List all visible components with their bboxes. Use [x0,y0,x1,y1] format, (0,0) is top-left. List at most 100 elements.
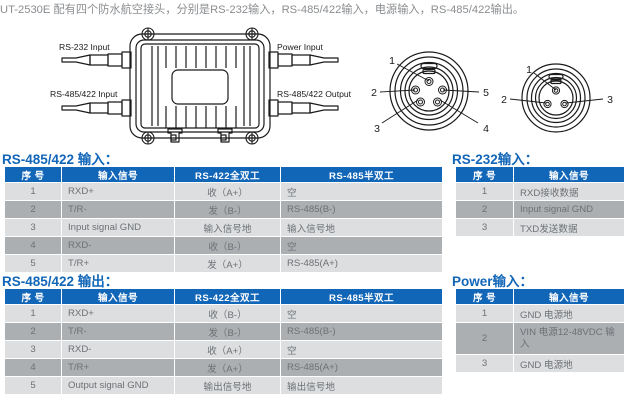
cell-signal: T/R+ [62,359,174,376]
pin3-number-3: 3 [607,94,613,106]
table-row: 3 Input signal GND 输入信号地 输入信号地 [5,219,442,236]
table-power-input: 序 号 输入信号 1 GND 电源地 2 VIN 电源12-48VDC 输入 3… [455,288,624,373]
table-row: 2 VIN 电源12-48VDC 输入 [456,323,624,354]
cell-seq: 5 [5,377,61,394]
table-row: 3 TXD发送数据 [456,219,624,236]
cell-seq: 3 [5,341,61,358]
col-header-signal: 输入信号 [62,167,174,182]
cell-rs485: 输出信号地 [281,377,442,394]
label-power-input: Power Input [277,42,323,52]
cell-rs422: 收（B-） [175,305,280,322]
table-row: 2 T/R- 发（B-） RS-485(B-) [5,201,442,218]
cell-seq: 4 [5,237,61,254]
col-header-signal: 输入信号 [62,289,174,304]
table-row: 3 GND 电源地 [456,355,624,372]
col-header-rs485: RS-485半双工 [281,289,442,304]
cell-rs485: 空 [281,341,442,358]
table-row: 1 RXD+ 收（A+） 空 [5,183,442,200]
cell-rs422: 发（A+） [175,255,280,272]
cell-rs422: 收（A+） [175,341,280,358]
cell-rs422: 发（B-） [175,201,280,218]
col-header-rs485: RS-485半双工 [281,167,442,182]
cell-signal: GND 电源地 [514,355,624,372]
cell-seq: 1 [5,305,61,322]
section-title-rs232-input: RS-232输入： [452,152,539,167]
pin-number-5: 5 [483,87,489,99]
table-row: 5 Output signal GND 输出信号地 输出信号地 [5,377,442,394]
table-row: 1 GND 电源地 [456,305,624,322]
col-header-rs422: RS-422全双工 [175,289,280,304]
cell-seq: 1 [456,305,513,322]
label-rs485-output: RS-485/422 Output [277,89,352,99]
cell-rs422: 收（B-） [175,237,280,254]
pin-number-2: 2 [371,87,377,99]
cell-signal: VIN 电源12-48VDC 输入 [514,323,624,354]
cell-rs485: 输入信号地 [281,219,442,236]
cell-signal: RXD+ [62,305,174,322]
cell-seq: 2 [456,323,513,354]
cell-signal: RXD- [62,341,174,358]
cell-signal: T/R+ [62,255,174,272]
cell-seq: 3 [5,219,61,236]
table-row: 2 T/R- 发（B-） RS-485(B-) [5,323,442,340]
cell-signal: Output signal GND [62,377,174,394]
cell-seq: 5 [5,255,61,272]
cell-seq: 2 [5,323,61,340]
table-row: 1 RXD+ 收（B-） 空 [5,305,442,322]
label-rs485-input: RS-485/422 Input [50,89,118,99]
cell-signal: GND 电源地 [514,305,624,322]
pin-number-3: 3 [374,123,380,135]
cell-signal: RXD- [62,237,174,254]
cell-seq: 3 [456,219,513,236]
table-row: 1 RXD接收数据 [456,183,624,200]
pin-number-4: 4 [483,123,489,135]
cell-rs485: RS-485(A+) [281,359,442,376]
pin-number-1: 1 [389,55,395,67]
cell-signal: TXD发送数据 [514,219,624,236]
cell-signal: T/R- [62,201,174,218]
table-row: 5 T/R+ 发（A+） RS-485(A+) [5,255,442,272]
product-diagram: RS-232 Input RS-485/422 Input Power Inpu… [0,26,624,148]
cell-rs422: 发（A+） [175,359,280,376]
col-header-seq: 序 号 [5,167,61,182]
table-header-row: 序 号 输入信号 RS-422全双工 RS-485半双工 [5,167,442,182]
intro-paragraph: UT-2530E 配有四个防水航空接头，分别是RS-232输入，RS-485/4… [0,4,525,16]
cell-seq: 2 [456,201,513,218]
cell-rs485: RS-485(B-) [281,323,442,340]
cell-rs422: 收（A+） [175,183,280,200]
table-row: 2 Input signal GND [456,201,624,218]
pin3-number-2: 2 [501,94,507,106]
label-rs232-input: RS-232 Input [59,42,110,52]
table-row: 4 T/R+ 发（A+） RS-485(A+) [5,359,442,376]
pin3-number-1: 1 [526,64,532,76]
cell-rs485: 空 [281,183,442,200]
cell-signal: T/R- [62,323,174,340]
cell-rs422: 输出信号地 [175,377,280,394]
table-header-row: 序 号 输入信号 [456,167,624,182]
table-rs485-422-output: 序 号 输入信号 RS-422全双工 RS-485半双工 1 RXD+ 收（B-… [4,288,443,395]
section-title-rs485-output: RS-485/422 输出： [2,274,119,289]
section-title-power-input: Power输入： [452,274,534,289]
section-title-rs485-input: RS-485/422 输入： [2,152,119,167]
cell-signal: Input signal GND [62,219,174,236]
col-header-seq: 序 号 [5,289,61,304]
cell-seq: 4 [5,359,61,376]
table-row: 4 RXD- 收（B-） 空 [5,237,442,254]
table-row: 3 RXD- 收（A+） 空 [5,341,442,358]
cell-rs485: RS-485(B-) [281,201,442,218]
cell-seq: 1 [5,183,61,200]
col-header-signal: 输入信号 [514,289,624,304]
cell-seq: 2 [5,201,61,218]
cell-rs422: 发（B-） [175,323,280,340]
cell-rs485: 空 [281,305,442,322]
col-header-seq: 序 号 [456,289,513,304]
table-header-row: 序 号 输入信号 [456,289,624,304]
cell-signal: RXD+ [62,183,174,200]
table-rs485-422-input: 序 号 输入信号 RS-422全双工 RS-485半双工 1 RXD+ 收（A+… [4,166,443,273]
cell-rs485: RS-485(A+) [281,255,442,272]
col-header-rs422: RS-422全双工 [175,167,280,182]
cell-signal: RXD接收数据 [514,183,624,200]
table-rs232-input: 序 号 输入信号 1 RXD接收数据 2 Input signal GND 3 … [455,166,624,237]
cell-rs485: 空 [281,237,442,254]
